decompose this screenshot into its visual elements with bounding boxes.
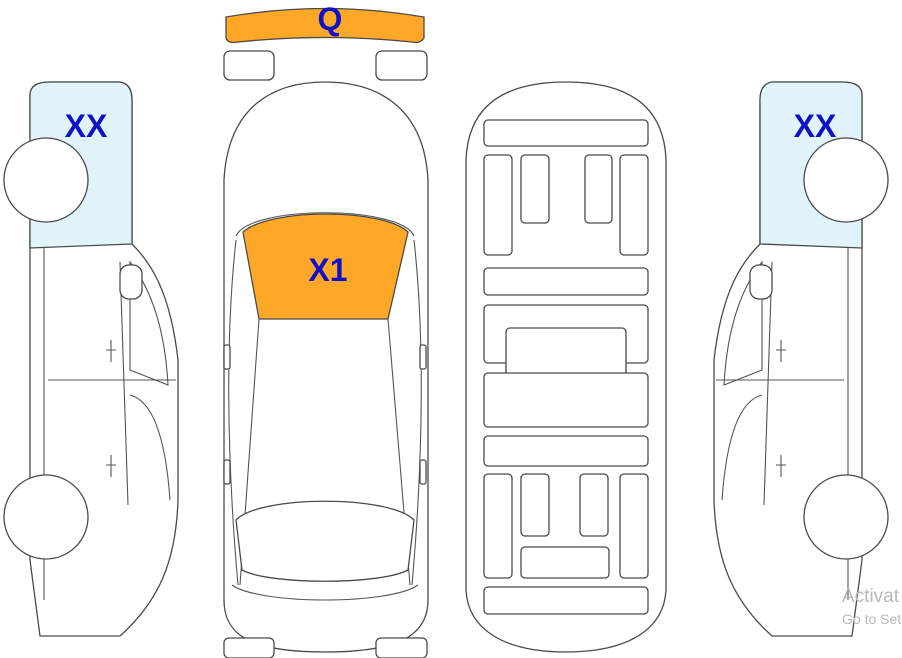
right-door-line-2 [763,261,773,506]
left-side-marker-1 [223,344,231,370]
left-mirror[interactable] [223,50,275,81]
cabin-right-line [411,239,422,586]
bottom-right-piece[interactable] [375,637,428,658]
underside-panel-10[interactable] [483,435,649,467]
trunk-line [231,584,419,601]
hood-line [235,212,415,237]
right-rear-wheel[interactable] [803,474,889,560]
underside-panel-6[interactable] [483,267,649,296]
right-front-wheel[interactable] [803,137,889,223]
watermark-line-2: Go to Set [842,611,902,627]
windshield-x1-label: X1 [308,252,347,288]
right-mirror[interactable] [375,50,428,81]
bottom-strip-group [223,637,428,658]
underside-panel-5[interactable] [619,154,649,256]
underside-panel-4[interactable] [584,154,613,224]
bottom-left-piece[interactable] [223,637,275,658]
left-door-handle-1 [106,340,116,362]
underside-panel-3[interactable] [520,154,550,224]
left-door-line-2 [119,261,129,506]
right-door-handle-2 [776,455,786,477]
underside-panel-14[interactable] [619,473,649,579]
car-underside-view [465,81,667,653]
right-door-handle-1 [776,340,786,362]
underside-panel-1[interactable] [483,119,649,147]
car-right-side-view [713,81,889,637]
top-part-q-label: Q [318,1,343,37]
right-side-marker-1 [419,344,427,370]
cabin-left-line [228,239,239,586]
left-side-window-label: XX [65,108,108,144]
top-part-q[interactable] [225,7,425,44]
left-rear-line [129,394,171,501]
left-front-wheel[interactable] [3,137,89,223]
underside-panel-12[interactable] [520,473,550,537]
left-rear-wheel[interactable] [3,474,89,560]
right-side-marker-2 [419,459,427,485]
left-door-handle-2 [106,455,116,477]
left-mirror-side[interactable] [119,264,143,300]
right-rear-line [721,394,763,501]
car-top-view: X1 [223,81,429,653]
right-mirror-side[interactable] [749,264,773,300]
underside-panel-9[interactable] [483,372,649,428]
top-strip-group: Q [223,1,428,81]
watermark-line-1: Activat [842,586,900,607]
underside-panel-2[interactable] [483,154,513,256]
rear-window[interactable] [235,500,415,582]
car-left-side-view: XX [3,81,179,637]
underside-panel-11[interactable] [483,473,513,579]
underside-panel-16[interactable] [483,586,649,615]
left-side-marker-2 [223,459,231,485]
windshield-x1[interactable] [242,213,409,320]
underside-panel-13[interactable] [579,473,609,537]
underside-panel-15[interactable] [520,546,610,579]
right-side-window-label: XX [794,108,837,144]
